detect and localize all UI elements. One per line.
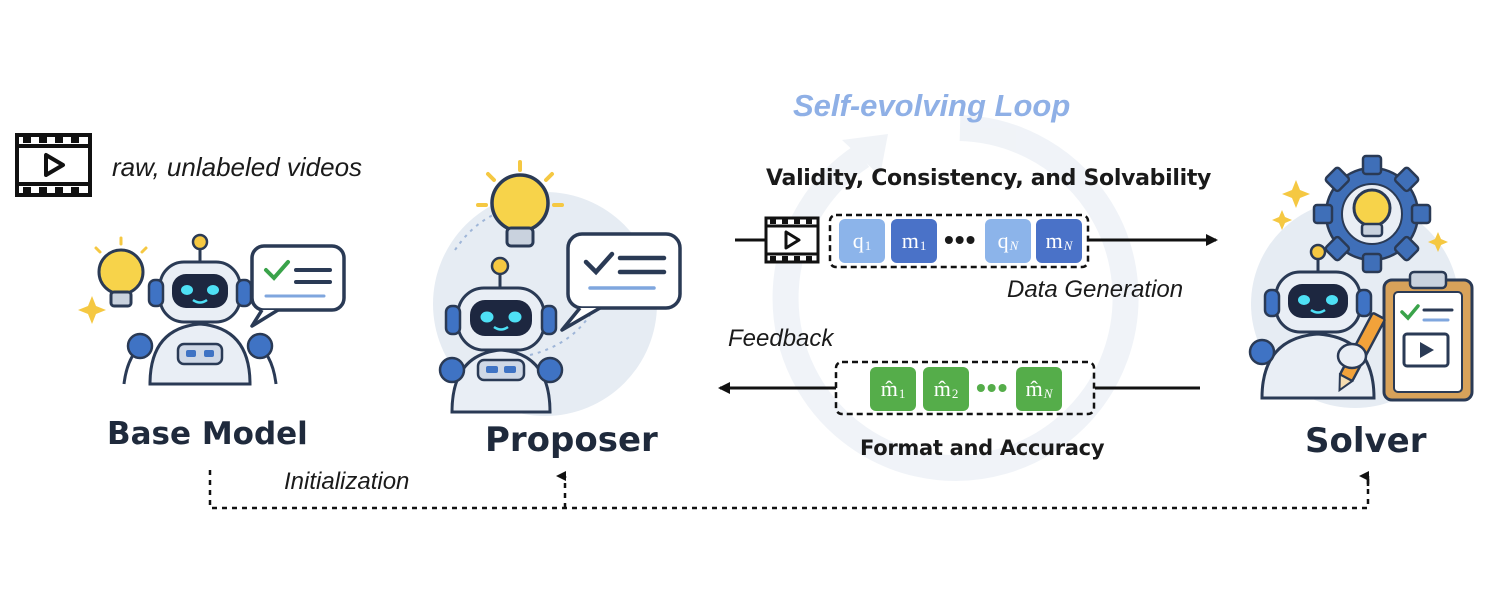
- feedback-data-box: [834, 360, 1096, 416]
- proposer-robot-icon: [433, 160, 682, 416]
- film-icon: [764, 216, 820, 264]
- initialization-label: Initialization: [284, 468, 410, 495]
- ellipsis: •••: [976, 372, 1009, 403]
- feedback-criteria: Format and Accuracy: [860, 436, 1105, 460]
- film-icon: [15, 133, 92, 197]
- ellipsis: •••: [944, 224, 977, 255]
- lightbulb-icon: [476, 160, 564, 248]
- generated-data-box: [828, 213, 1090, 269]
- feedback-token-1: m̂1: [870, 367, 916, 411]
- sparkle-icon: [1272, 180, 1448, 252]
- feedback-label: Feedback: [728, 325, 834, 352]
- input-label: raw, unlabeled videos: [112, 152, 363, 182]
- generation-criteria: Validity, Consistency, and Solvability: [766, 166, 1212, 191]
- loop-title: Self-evolving Loop: [793, 88, 1071, 123]
- checklist-bubble-icon: [250, 244, 346, 328]
- solver-label: Solver: [1305, 421, 1427, 461]
- loop-ring-graphic: [772, 115, 1139, 481]
- initialization-path: [208, 470, 1370, 510]
- base-model-robot-icon: [78, 233, 346, 386]
- feedback-token-n: m̂N: [1016, 367, 1062, 411]
- feedback-token-2: m̂2: [923, 367, 969, 411]
- checklist-bubble-icon: [560, 232, 682, 332]
- lightbulb-icon: [94, 236, 148, 308]
- solver-robot-icon: [1248, 154, 1474, 408]
- data-generation-label: Data Generation: [1007, 276, 1184, 303]
- gear-icon: [1312, 154, 1432, 274]
- proposer-label: Proposer: [485, 420, 658, 460]
- base-model-label: Base Model: [107, 416, 308, 452]
- clipboard-icon: [1382, 270, 1474, 402]
